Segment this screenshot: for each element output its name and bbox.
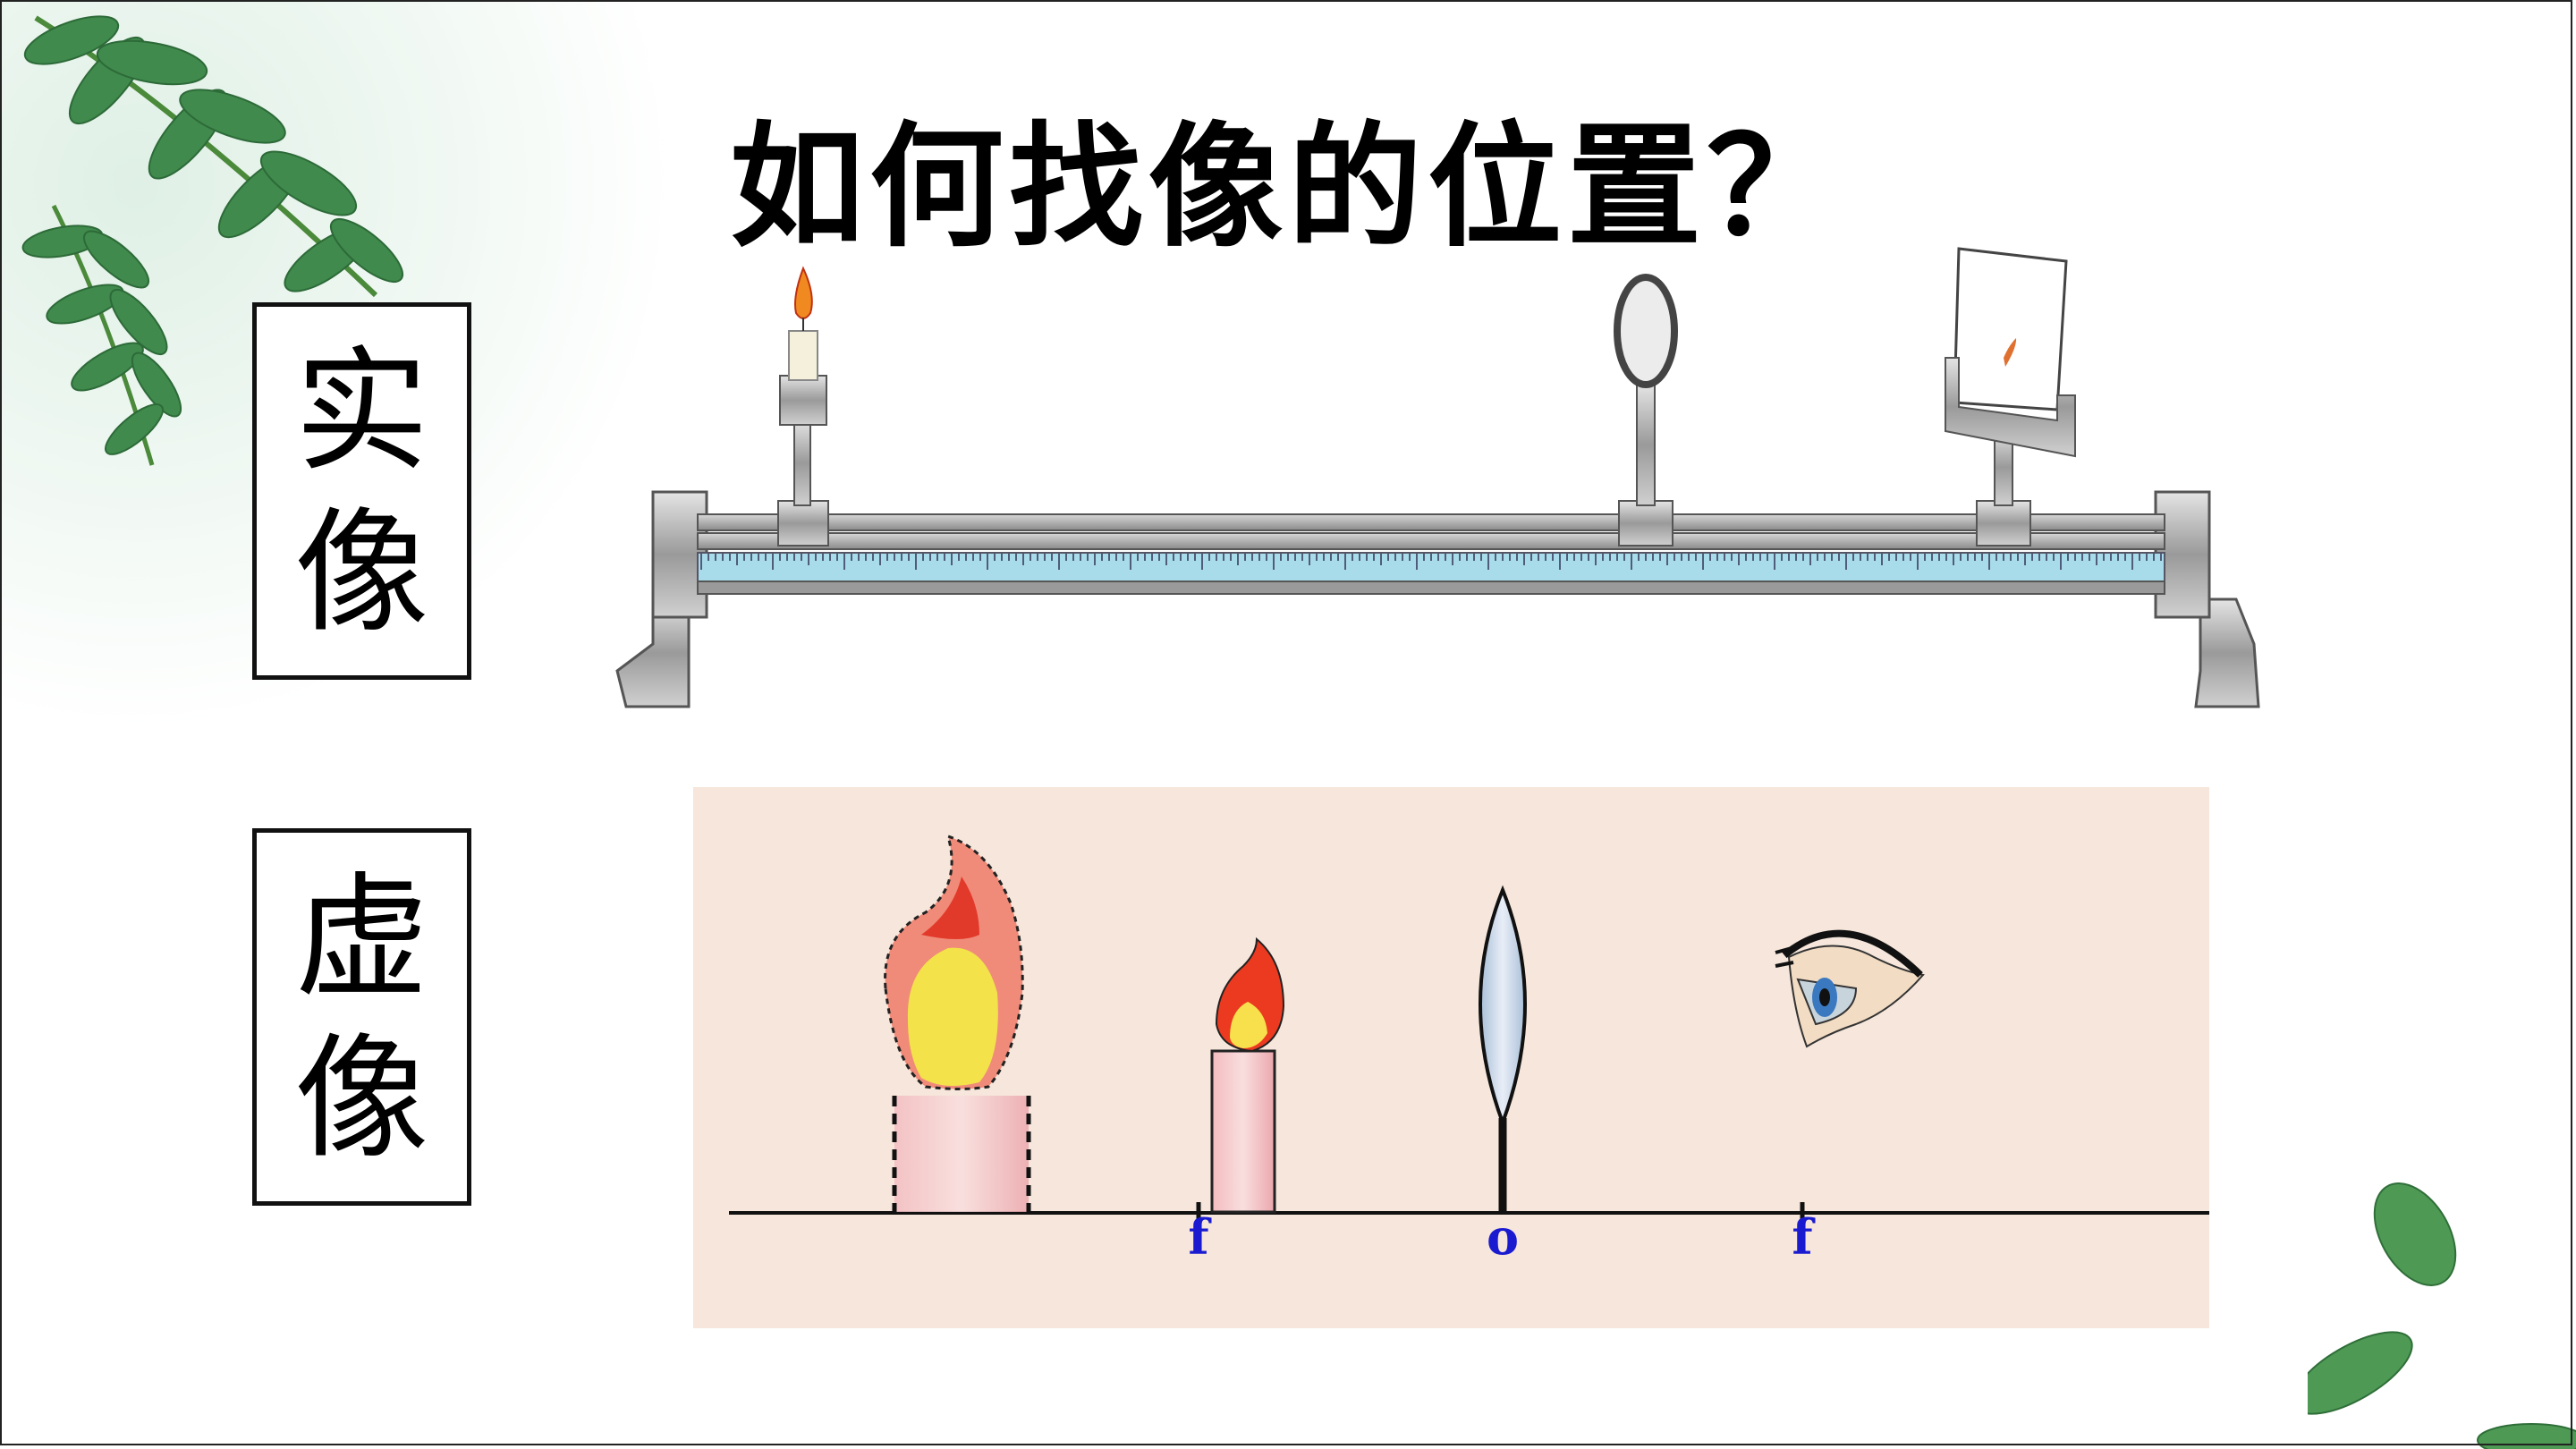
real-image-char-2: 像 (294, 496, 429, 651)
virtual-image-char-1: 虚 (294, 860, 429, 1016)
candle-icon (1210, 936, 1285, 1214)
screen-icon (1945, 247, 2076, 547)
bench-rail-mid (697, 532, 2165, 550)
leaf-icon (2308, 1182, 2576, 1449)
bench-leg-right (2194, 597, 2260, 708)
real-image-char-1: 实 (294, 335, 429, 490)
ruler-ticks (700, 554, 2162, 570)
bench-rail-top (697, 513, 2165, 531)
focal-label-left: f (1188, 1208, 1212, 1266)
convex-lens (1479, 885, 1527, 1213)
virtual-candle-image (884, 834, 1031, 1216)
leaf-branch-icon (21, 15, 404, 466)
lens-icon (1614, 274, 1678, 547)
candle-icon (777, 266, 829, 547)
real-image-label: 实 像 (252, 302, 471, 680)
optical-center-label: o (1487, 1208, 1519, 1266)
optical-bench (615, 247, 2260, 708)
virtual-image-label: 虚 像 (252, 828, 471, 1206)
page-title: 如何找像的位置？ (729, 110, 1846, 266)
virtual-image-panel: f o f (693, 787, 2209, 1328)
virtual-image-char-2: 像 (294, 1021, 429, 1177)
focal-label-right: f (1792, 1208, 1816, 1266)
eye-icon (1775, 929, 1925, 1048)
